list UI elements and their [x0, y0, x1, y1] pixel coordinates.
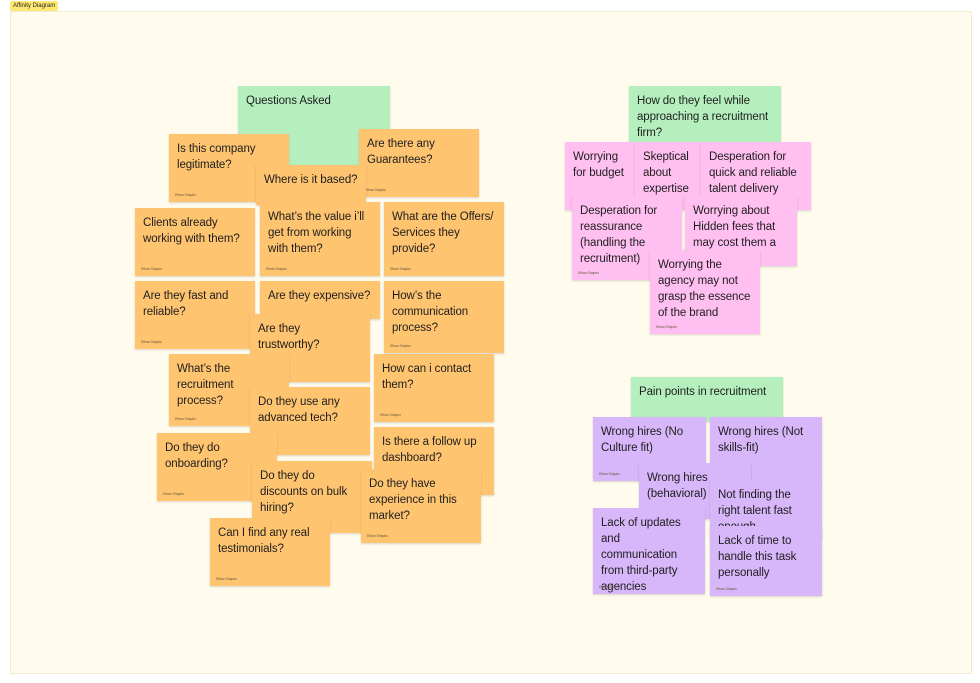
note-text: Skeptical about expertise: [643, 151, 689, 195]
note-text: Wrong hires (behavioral): [647, 472, 708, 500]
note-text: Lack of updates and communication from t…: [601, 517, 681, 593]
note-author: Ethan Shapiro: [141, 340, 162, 344]
note-text: What’s the recruitment process?: [177, 363, 234, 407]
note-author: Ethan Shapiro: [656, 325, 677, 329]
sticky-note[interactable]: Are they fast and reliable? Ethan Shapir…: [135, 281, 255, 349]
note-author: Ethan Shapiro: [365, 188, 386, 192]
note-author: Ethan Shapiro: [266, 267, 287, 271]
note-author: Ethan Shapiro: [175, 193, 196, 197]
sticky-note[interactable]: What’s the value i’ll get from working w…: [260, 202, 380, 276]
note-author: Ethan Shapiro: [380, 413, 401, 417]
note-text: Are they trustworthy?: [258, 323, 320, 351]
sticky-note[interactable]: Lack of updates and communication from t…: [593, 508, 705, 594]
note-text: Desperation for quick and reliable talen…: [709, 151, 797, 195]
header-note-text: How do they feel while approaching a rec…: [637, 95, 769, 139]
note-text: Desperation for reassurance (handling th…: [580, 205, 658, 265]
sticky-note[interactable]: Can I find any real testimonials? Ethan …: [210, 518, 330, 586]
note-author: Ethan Shapiro: [390, 344, 411, 348]
sticky-note[interactable]: How’s the communication process? Ethan S…: [384, 281, 504, 353]
sticky-note[interactable]: Where is it based?: [256, 165, 366, 205]
note-text: Are there any Guarantees?: [367, 138, 435, 166]
note-text: Do they have experience in this market?: [369, 478, 457, 522]
note-text: Do they use any advanced tech?: [258, 396, 340, 424]
note-text: How’s the communication process?: [392, 290, 469, 334]
note-author: Ethan Shapiro: [390, 267, 411, 271]
note-text: Clients already working with them?: [143, 217, 240, 245]
header-note-text: Questions Asked: [246, 95, 331, 107]
note-text: How can i contact them?: [382, 363, 472, 391]
sticky-note[interactable]: Worrying the agency may not grasp the es…: [650, 250, 760, 334]
sticky-note[interactable]: Clients already working with them? Ethan…: [135, 208, 255, 276]
note-text: What’s the value i’ll get from working w…: [268, 211, 365, 255]
note-text: Is there a follow up dashboard?: [382, 436, 477, 464]
header-note-pain-points[interactable]: Pain points in recruitment: [631, 377, 783, 421]
note-author: Ethan Shapiro: [599, 585, 620, 589]
note-text: Worrying the agency may not grasp the es…: [658, 259, 751, 319]
note-text: Do they do discounts on bulk hiring?: [260, 470, 348, 514]
sticky-note[interactable]: Lack of time to handle this task persona…: [710, 526, 822, 596]
note-text: Where is it based?: [264, 174, 358, 186]
note-author: Ethan Shapiro: [367, 534, 388, 538]
frame-label[interactable]: Affinity Diagram: [10, 1, 59, 11]
note-author: Ethan Shapiro: [216, 577, 237, 581]
note-text: Wrong hires (Not skills-fit): [718, 426, 804, 454]
sticky-note[interactable]: Are they expensive?: [260, 281, 380, 319]
sticky-note[interactable]: Are there any Guarantees? Ethan Shapiro: [359, 129, 479, 197]
sticky-note[interactable]: Do they have experience in this market? …: [361, 469, 481, 543]
sticky-note[interactable]: How can i contact them? Ethan Shapiro: [374, 354, 494, 422]
note-author: Ethan Shapiro: [175, 417, 196, 421]
sticky-note[interactable]: Do they use any advanced tech?: [250, 387, 370, 455]
note-text: Do they do onboarding?: [165, 442, 228, 470]
note-text: Worrying for budget: [573, 151, 624, 179]
note-text: Wrong hires (No Culture fit): [601, 426, 684, 454]
note-author: Ethan Shapiro: [578, 271, 599, 275]
header-note-text: Pain points in recruitment: [639, 386, 767, 398]
note-text: Can I find any real testimonials?: [218, 527, 310, 555]
note-text: Is this company legitimate?: [177, 143, 256, 171]
note-author: Ethan Shapiro: [599, 472, 620, 476]
note-author: Ethan Shapiro: [163, 492, 184, 496]
note-author: Ethan Shapiro: [716, 587, 737, 591]
note-text: What are the Offers/ Services they provi…: [392, 211, 494, 255]
note-text: Are they expensive?: [268, 290, 371, 302]
sticky-note[interactable]: Desperation for reassurance (handling th…: [572, 196, 682, 280]
header-note-feelings[interactable]: How do they feel while approaching a rec…: [629, 86, 781, 146]
note-text: Are they fast and reliable?: [143, 290, 229, 318]
note-author: Ethan Shapiro: [141, 267, 162, 271]
note-text: Lack of time to handle this task persona…: [718, 535, 797, 579]
sticky-note[interactable]: What are the Offers/ Services they provi…: [384, 202, 504, 276]
